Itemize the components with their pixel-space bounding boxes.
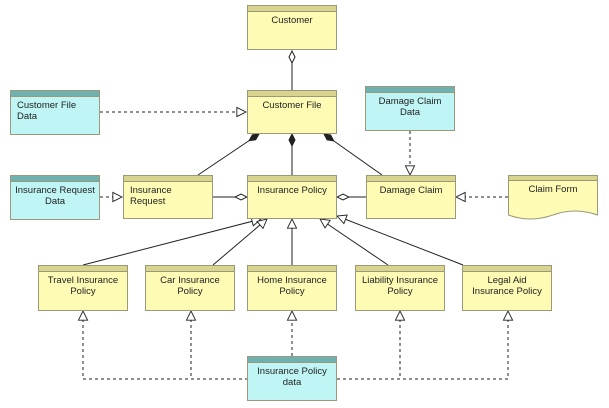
- node-label: Damage Claim: [379, 185, 443, 196]
- node-label: Insurance Policy: [257, 185, 327, 196]
- node-label: Customer File: [262, 100, 322, 111]
- edge-damageclaim-customerfile: [324, 134, 383, 176]
- node-insurance-request-data[interactable]: Insurance Request Data: [10, 175, 100, 220]
- edge-policydata-car: [191, 311, 248, 380]
- node-label: Insurance Request: [130, 185, 172, 207]
- node-insurance-policy-data[interactable]: Insurance Policy data: [247, 356, 337, 401]
- node-insurance-request[interactable]: Insurance Request: [123, 175, 213, 219]
- node-damage-claim[interactable]: Damage Claim: [366, 175, 456, 219]
- node-label: Insurance Request Data: [15, 185, 95, 207]
- node-label: Home Insurance Policy: [257, 275, 327, 297]
- node-label: Legal Aid Insurance Policy: [472, 275, 542, 297]
- node-label: Customer: [271, 15, 313, 26]
- node-insurance-policy[interactable]: Insurance Policy: [247, 175, 337, 219]
- node-customer-file-data[interactable]: Customer File Data: [10, 90, 100, 135]
- node-label: Customer File Data: [17, 100, 77, 122]
- node-label: Travel Insurance Policy: [47, 275, 119, 297]
- edge-insurancerequest-customerfile: [197, 134, 259, 176]
- edge-legalaid-insurancepolicy: [337, 216, 464, 266]
- node-label: Damage Claim Data: [378, 96, 442, 118]
- node-label: Car Insurance Policy: [160, 275, 220, 297]
- node-customer[interactable]: Customer: [247, 5, 337, 50]
- edge-policydata-travel: [83, 311, 248, 380]
- edge-liability-insurancepolicy: [320, 219, 389, 266]
- node-label: Claim Form: [528, 184, 578, 195]
- node-customer-file[interactable]: Customer File: [247, 90, 337, 134]
- edge-policydata-liability: [337, 311, 400, 380]
- node-label: Insurance Policy data: [257, 366, 327, 388]
- node-damage-claim-data[interactable]: Damage Claim Data: [365, 86, 455, 131]
- node-claim-form[interactable]: Claim Form: [508, 175, 598, 223]
- node-travel-insurance-policy[interactable]: Travel Insurance Policy: [38, 265, 128, 311]
- node-liability-insurance-policy[interactable]: Liability Insurance Policy: [355, 265, 445, 311]
- node-label: Liability Insurance Policy: [361, 275, 439, 297]
- document-shape-icon: [508, 175, 598, 220]
- edge-travel-insurancepolicy: [82, 219, 261, 266]
- edge-car-insurancepolicy: [212, 219, 267, 266]
- node-car-insurance-policy[interactable]: Car Insurance Policy: [145, 265, 235, 311]
- node-home-insurance-policy[interactable]: Home Insurance Policy: [247, 265, 337, 311]
- node-legal-aid-insurance-policy[interactable]: Legal Aid Insurance Policy: [462, 265, 552, 311]
- edge-policydata-legalaid: [337, 311, 508, 380]
